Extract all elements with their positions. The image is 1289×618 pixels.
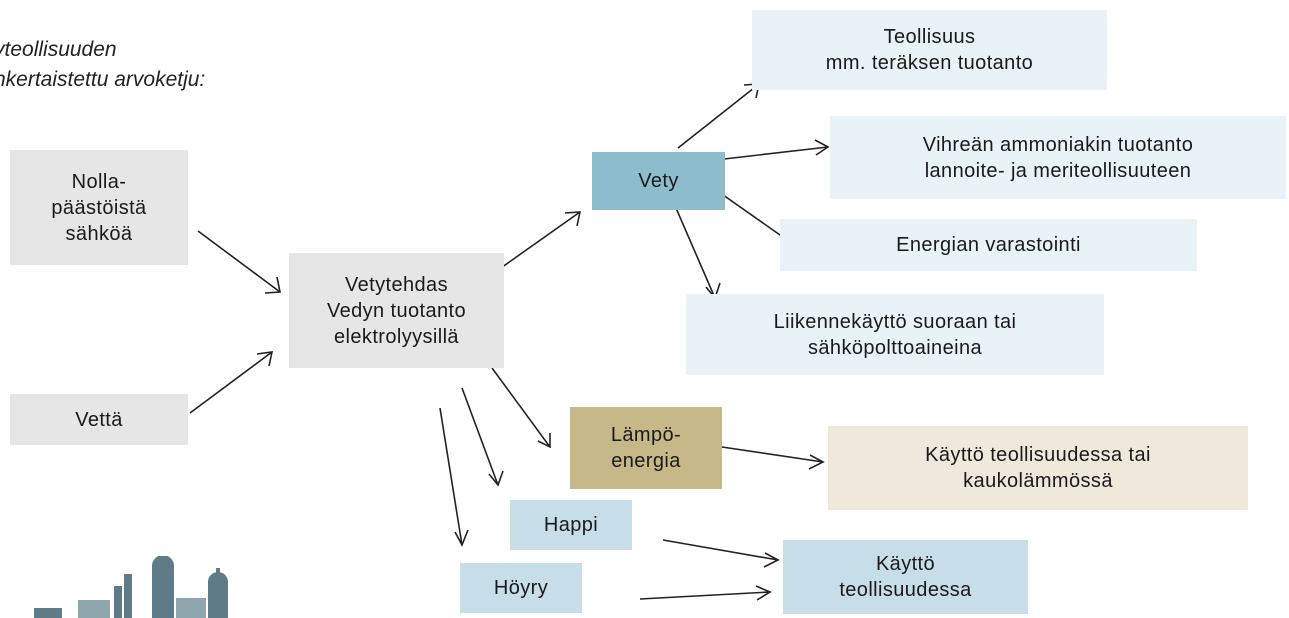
arrow-plant-to-heat [491,367,551,449]
title-line-1: yteollisuuden [0,38,117,61]
diagram-title: yteollisuuden nkertaistettu arvoketju: [0,35,205,95]
node-hydrogen-plant: Vetytehdas Vedyn tuotanto elektrolyysill… [289,253,504,368]
arrow-steam-to-industry-use [639,585,772,601]
arrow-electricity-to-plant [197,230,281,294]
arrow-hydrogen-to-industry [677,83,761,149]
node-industry-use: Käyttö teollisuudessa [783,540,1028,614]
node-heat-use: Käyttö teollisuudessa tai kaukolämmössä [828,426,1248,510]
node-hydrogen: Vety [592,152,725,210]
arrow-heat-to-heat-use [721,446,825,470]
node-zero-emission-electricity: Nolla- päästöistä sähköä [10,150,188,265]
node-oxygen: Happi [510,500,632,550]
arrow-water-to-plant [189,351,274,414]
node-steam: Höyry [460,563,582,613]
node-water: Vettä [10,394,188,445]
arrow-plant-to-oxygen [461,387,504,487]
node-heat-energy: Lämpö- energia [570,407,722,489]
node-green-ammonia: Vihreän ammoniakin tuotanto lannoite- ja… [830,116,1286,199]
arrow-oxygen-to-industry-use [662,539,780,568]
arrow-hydrogen-to-ammonia [723,139,830,160]
arrow-hydrogen-to-traffic [675,207,721,300]
node-energy-storage: Energian varastointi [780,219,1197,271]
node-traffic-use: Liikennekäyttö suoraan tai sähköpolttoai… [686,294,1104,375]
title-line-2: nkertaistettu arvoketju: [0,68,206,91]
arrow-plant-to-hydrogen [497,211,582,271]
arrow-plant-to-steam [439,407,469,547]
factory-illustration-icon [34,556,228,618]
node-industry: Teollisuus mm. teräksen tuotanto [752,10,1107,90]
